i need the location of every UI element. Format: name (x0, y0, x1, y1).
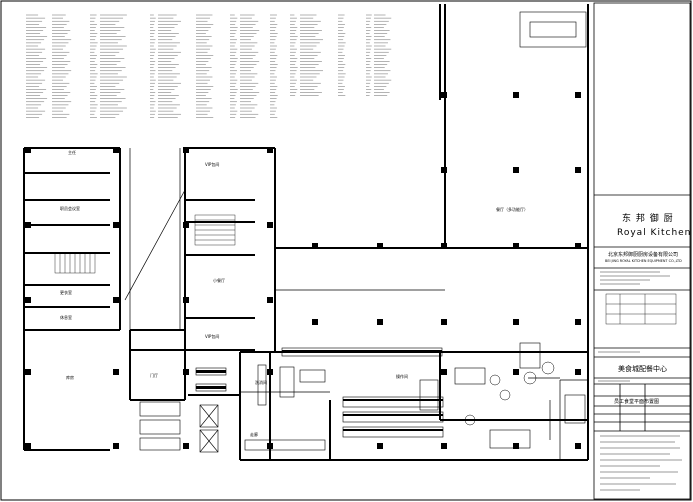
structural-column (575, 369, 581, 375)
structural-column (441, 443, 447, 449)
structural-column (183, 222, 189, 228)
structural-column (575, 167, 581, 173)
drawing-title: 员工食堂平面布置图 (614, 399, 660, 405)
partitions (124, 148, 588, 460)
room-label-restaurant: 餐厅（多功能厅） (496, 207, 528, 212)
structural-column (25, 369, 31, 375)
revision-grid (605, 293, 677, 325)
title-block-frame (593, 2, 691, 500)
structural-column (113, 222, 119, 228)
structural-column (312, 319, 318, 325)
room-label-vip-1: VIP包间 (205, 162, 220, 167)
structural-column (513, 443, 519, 449)
structural-column (267, 222, 273, 228)
structural-column (441, 243, 447, 249)
staircase-middle (194, 214, 236, 246)
structural-column (183, 147, 189, 153)
structural-column (513, 167, 519, 173)
structural-column (441, 167, 447, 173)
walls (23, 4, 589, 461)
structural-column (441, 369, 447, 375)
structural-column (513, 369, 519, 375)
structural-column (575, 92, 581, 98)
room-label-lobby: 门厅 (150, 373, 158, 378)
structural-column (267, 443, 273, 449)
structural-column (513, 243, 519, 249)
room-label-corridor: 走廊 (250, 432, 258, 437)
structural-column (575, 243, 581, 249)
structural-column (377, 319, 383, 325)
structural-column (183, 369, 189, 375)
room-label-kitchen: 操作间 (396, 374, 408, 379)
structural-column (25, 443, 31, 449)
company-name-cn: 北京东邦御厨厨房设备有限公司 (608, 252, 679, 258)
structural-column (513, 319, 519, 325)
equipment-legend-table (26, 14, 392, 118)
structural-column (183, 297, 189, 303)
equipment-filled (196, 350, 443, 431)
structural-column (183, 443, 189, 449)
room-label-storage: 库房 (66, 375, 74, 380)
structural-column (113, 297, 119, 303)
structural-column (267, 369, 273, 375)
room-label-office: 主任 (68, 150, 76, 155)
structural-column (377, 443, 383, 449)
staircase-left (54, 252, 96, 274)
structural-column (513, 92, 519, 98)
kitchen-equipment (139, 11, 587, 451)
structural-column (267, 147, 273, 153)
project-title: 美食城配餐中心 (618, 365, 667, 373)
structural-column (575, 443, 581, 449)
structural-column (25, 297, 31, 303)
structural-column (441, 92, 447, 98)
structural-column (377, 243, 383, 249)
structural-column (25, 222, 31, 228)
room-label-dishroom: 洗消间 (255, 380, 267, 385)
round-tables (464, 361, 555, 426)
room-label-vip-2: VIP包间 (205, 334, 220, 339)
structural-column (312, 243, 318, 249)
brand-name-en: Royal Kitchen (617, 228, 692, 238)
room-label-room-a: 更衣室 (60, 290, 72, 295)
structural-column (575, 319, 581, 325)
structural-column (25, 147, 31, 153)
structural-column (113, 369, 119, 375)
structural-columns (25, 92, 581, 449)
elevator-shafts (199, 404, 219, 453)
structural-column (113, 147, 119, 153)
room-label-room-b: 休息室 (60, 315, 72, 320)
structural-column (441, 319, 447, 325)
room-label-meeting: 职员会议室 (60, 206, 80, 211)
brand-name-cn: 东 邦 御 厨 (622, 214, 674, 224)
company-name-en: BEI JING ROYAL KITCHEN EQUIPMENT CO.,LTD (605, 259, 682, 263)
structural-column (267, 297, 273, 303)
structural-column (113, 443, 119, 449)
room-label-small-dining: 小餐厅 (213, 278, 225, 283)
